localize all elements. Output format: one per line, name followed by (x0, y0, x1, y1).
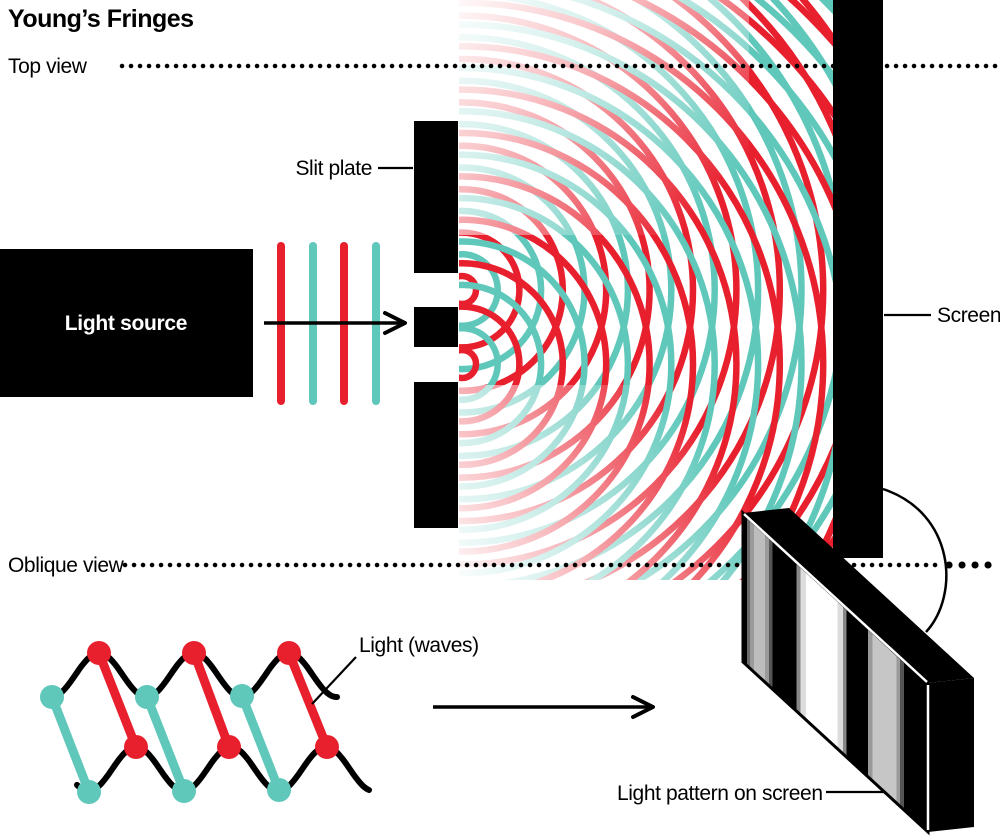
red-phase-link (94, 648, 141, 752)
screen-bar (833, 0, 883, 558)
wavefront-ring (502, 0, 762, 580)
fold-arc (882, 487, 948, 633)
wavefront-ring (583, 0, 783, 580)
red-phase-dot (182, 641, 206, 665)
light-wave-model (40, 641, 372, 804)
slit-plate-label: Slit plate (295, 157, 372, 180)
slab-top-highlight (743, 513, 928, 683)
wavefront-ring (459, 272, 480, 308)
teal-phase-dot (77, 780, 101, 804)
slab-end-face (928, 678, 974, 832)
red-phase-link (189, 648, 234, 752)
wave-phase-links (40, 641, 339, 804)
red-phase-dot (87, 641, 111, 665)
top-view-label: Top view (8, 55, 88, 78)
slit-plate-middle-bar (414, 307, 458, 347)
wavefront-ring (632, 0, 805, 580)
red-phase-link (284, 648, 332, 752)
teal-phase-dot (40, 685, 64, 709)
teal-phase-dot (172, 779, 196, 803)
light-source-box (0, 249, 253, 397)
light-pattern-label: Light pattern on screen (617, 782, 823, 805)
wave-fade-top (459, 0, 749, 235)
page-title: Young’s Fringes (8, 5, 194, 33)
wave-fade-bottom (459, 385, 749, 580)
slit-plate-bottom-bar (414, 382, 458, 528)
screen-label: Screen (937, 304, 1000, 327)
teal-phase-dot (230, 684, 254, 708)
light-waves-label: Light (waves) (359, 634, 479, 657)
oblique-view-label: Oblique view (8, 554, 125, 577)
teal-phase-link (142, 692, 189, 796)
red-phase-dot (217, 735, 241, 759)
slit-plate (414, 121, 458, 528)
wavefront-ring (671, 0, 827, 580)
slab-top-face (743, 508, 974, 683)
light-waves-leader (311, 656, 357, 705)
red-phase-dot (315, 735, 339, 759)
red-phase-dot (277, 641, 301, 665)
teal-phase-link (47, 692, 94, 797)
teal-phase-dot (267, 778, 291, 802)
slit-plate-top-bar (414, 121, 458, 273)
light-source-label: Light source (65, 312, 187, 335)
oblique-screen-slab (741, 508, 974, 836)
red-phase-dot (124, 735, 148, 759)
wavefront-ring (459, 346, 480, 382)
teal-phase-dot (135, 685, 159, 709)
teal-phase-link (237, 691, 284, 795)
